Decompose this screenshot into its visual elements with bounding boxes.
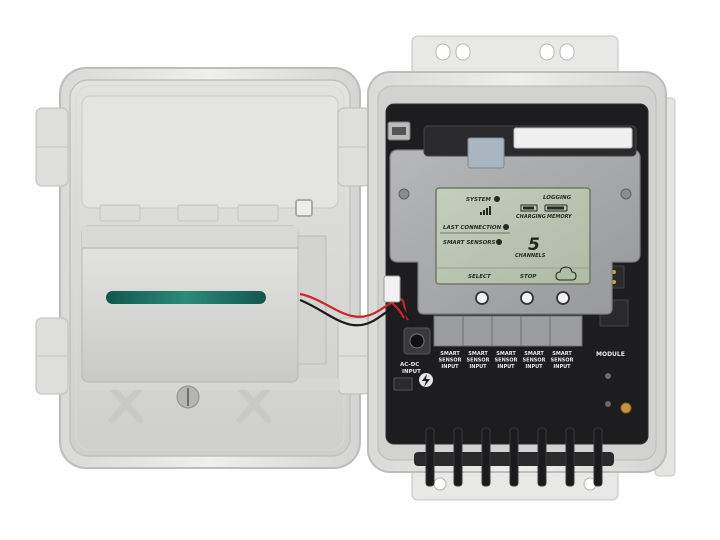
lcd-channels: CHANNELS [515,253,546,259]
sensor-port-label: SMART [552,351,572,357]
power-jack [409,333,425,349]
battery-window [106,291,266,304]
connection-check-icon [503,224,509,230]
cable-gland [509,427,519,487]
cable-gland [565,427,575,487]
lcd-charging: CHARGING [516,214,546,220]
cable-gland [425,427,435,487]
sensor-port-labels: SMARTSENSORINPUTSMARTSENSORINPUTSMARTSEN… [439,351,574,370]
sensor-port-label: SENSOR [523,358,546,364]
lcd-smart-sensors: SMART SENSORS [443,240,496,246]
third-button[interactable] [556,291,570,305]
sensor-port-label: INPUT [497,364,515,370]
sensor-port-label: SMART [468,351,488,357]
lcd-stop: STOP [520,274,536,280]
sensor-port-label: SMART [524,351,544,357]
sensor-port-label: SENSOR [439,358,462,364]
cable-gland [481,427,491,487]
lcd-channel-count: 5 [528,235,540,255]
battery-pack [81,225,327,383]
sensor-connectors [414,315,614,487]
lcd-select: SELECT [468,274,492,280]
lcd-display: SYSTEM LOGGING CHARGING MEMORY LAST CONN… [435,187,591,285]
cloud-icon [555,266,577,281]
sensor-port-label: SENSOR [495,358,518,364]
signal-strength-icon [480,206,491,215]
device-buttons[interactable] [475,291,570,305]
battery-icon [520,204,538,212]
select-button[interactable] [475,291,489,305]
sensor-port-label: INPUT [441,364,459,370]
system-check-icon [494,196,500,202]
lcd-last-connection: LAST CONNECTION [443,225,502,231]
terminal-block [433,315,583,347]
sensor-port-label: SMART [440,351,460,357]
battery-connector [383,275,401,303]
lcd-system: SYSTEM [466,197,491,203]
lcd-logging: LOGGING [543,195,572,201]
lcd-memory: MEMORY [547,214,573,220]
power-label-1: AC-DC [400,362,419,368]
sensor-port-label: SENSOR [467,358,490,364]
sensor-port-label: INPUT [553,364,571,370]
cable-gland [593,427,603,487]
sensor-port-label: SENSOR [551,358,574,364]
sensor-port-label: INPUT [469,364,487,370]
module-label: MODULE [596,351,625,358]
sensors-check-icon [496,239,502,245]
memory-icon [544,204,568,212]
cable-gland [537,427,547,487]
stop-button[interactable] [520,291,534,305]
sensor-port-label: INPUT [525,364,543,370]
power-label-2: INPUT [402,369,421,375]
cable-gland [453,427,463,487]
sensor-port-label: SMART [496,351,516,357]
